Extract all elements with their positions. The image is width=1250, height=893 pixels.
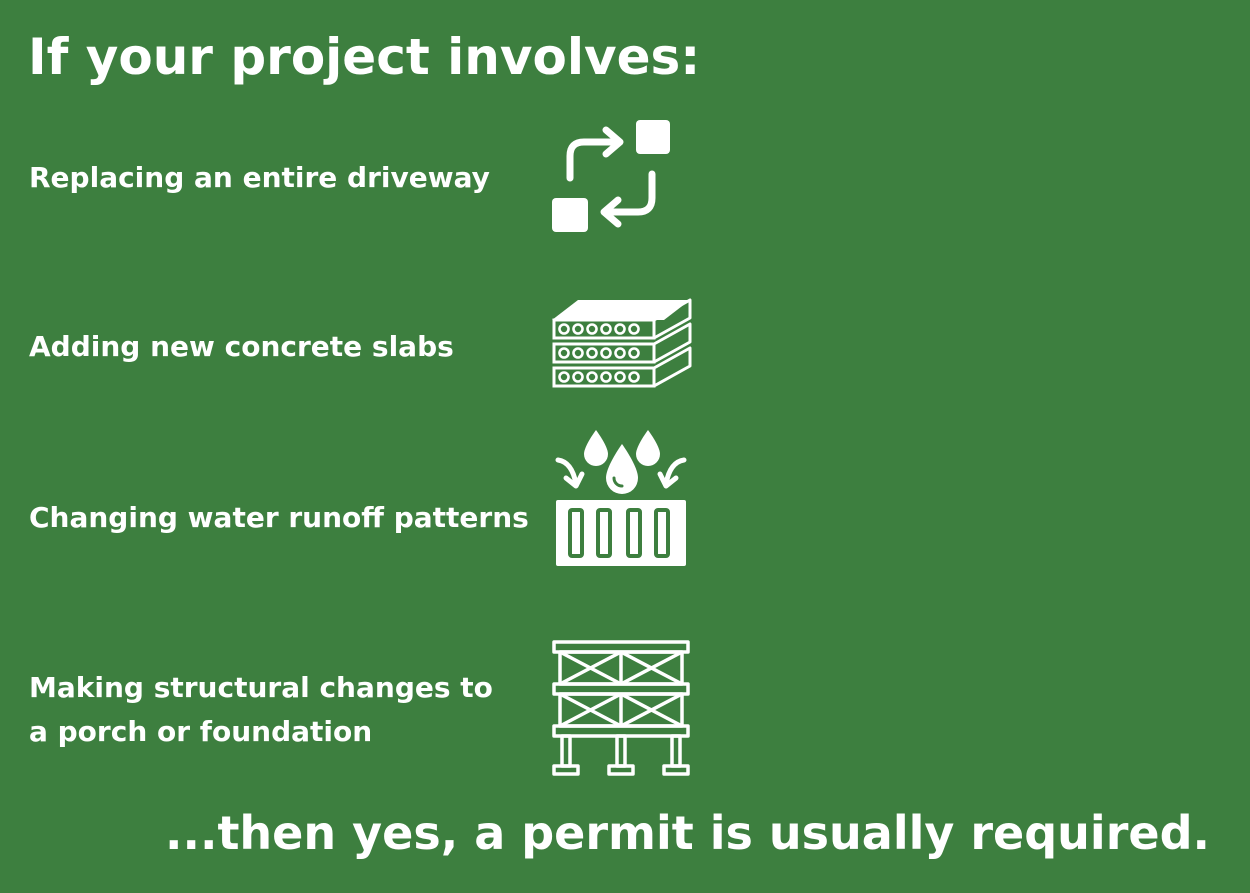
- item-label-line: Adding new concrete slabs: [29, 330, 454, 363]
- scaffold-structure-icon: [550, 638, 692, 780]
- page-title: If your project involves:: [28, 28, 701, 86]
- item-label-line: a porch or foundation: [29, 715, 373, 748]
- water-drainage-icon: [550, 428, 692, 570]
- item-label-structural: Making structural changes to a porch or …: [29, 666, 493, 754]
- concrete-slabs-icon: [550, 298, 692, 394]
- item-label-driveway: Replacing an entire driveway: [29, 156, 490, 200]
- item-label-line: Changing water runoff patterns: [29, 501, 529, 534]
- item-label-runoff: Changing water runoff patterns: [29, 496, 529, 540]
- item-label-line: Making structural changes to: [29, 671, 493, 704]
- swap-process-icon: [550, 118, 674, 236]
- item-label-line: Replacing an entire driveway: [29, 161, 490, 194]
- footer-conclusion: ...then yes, a permit is usually require…: [165, 806, 1210, 860]
- item-label-concrete: Adding new concrete slabs: [29, 325, 454, 369]
